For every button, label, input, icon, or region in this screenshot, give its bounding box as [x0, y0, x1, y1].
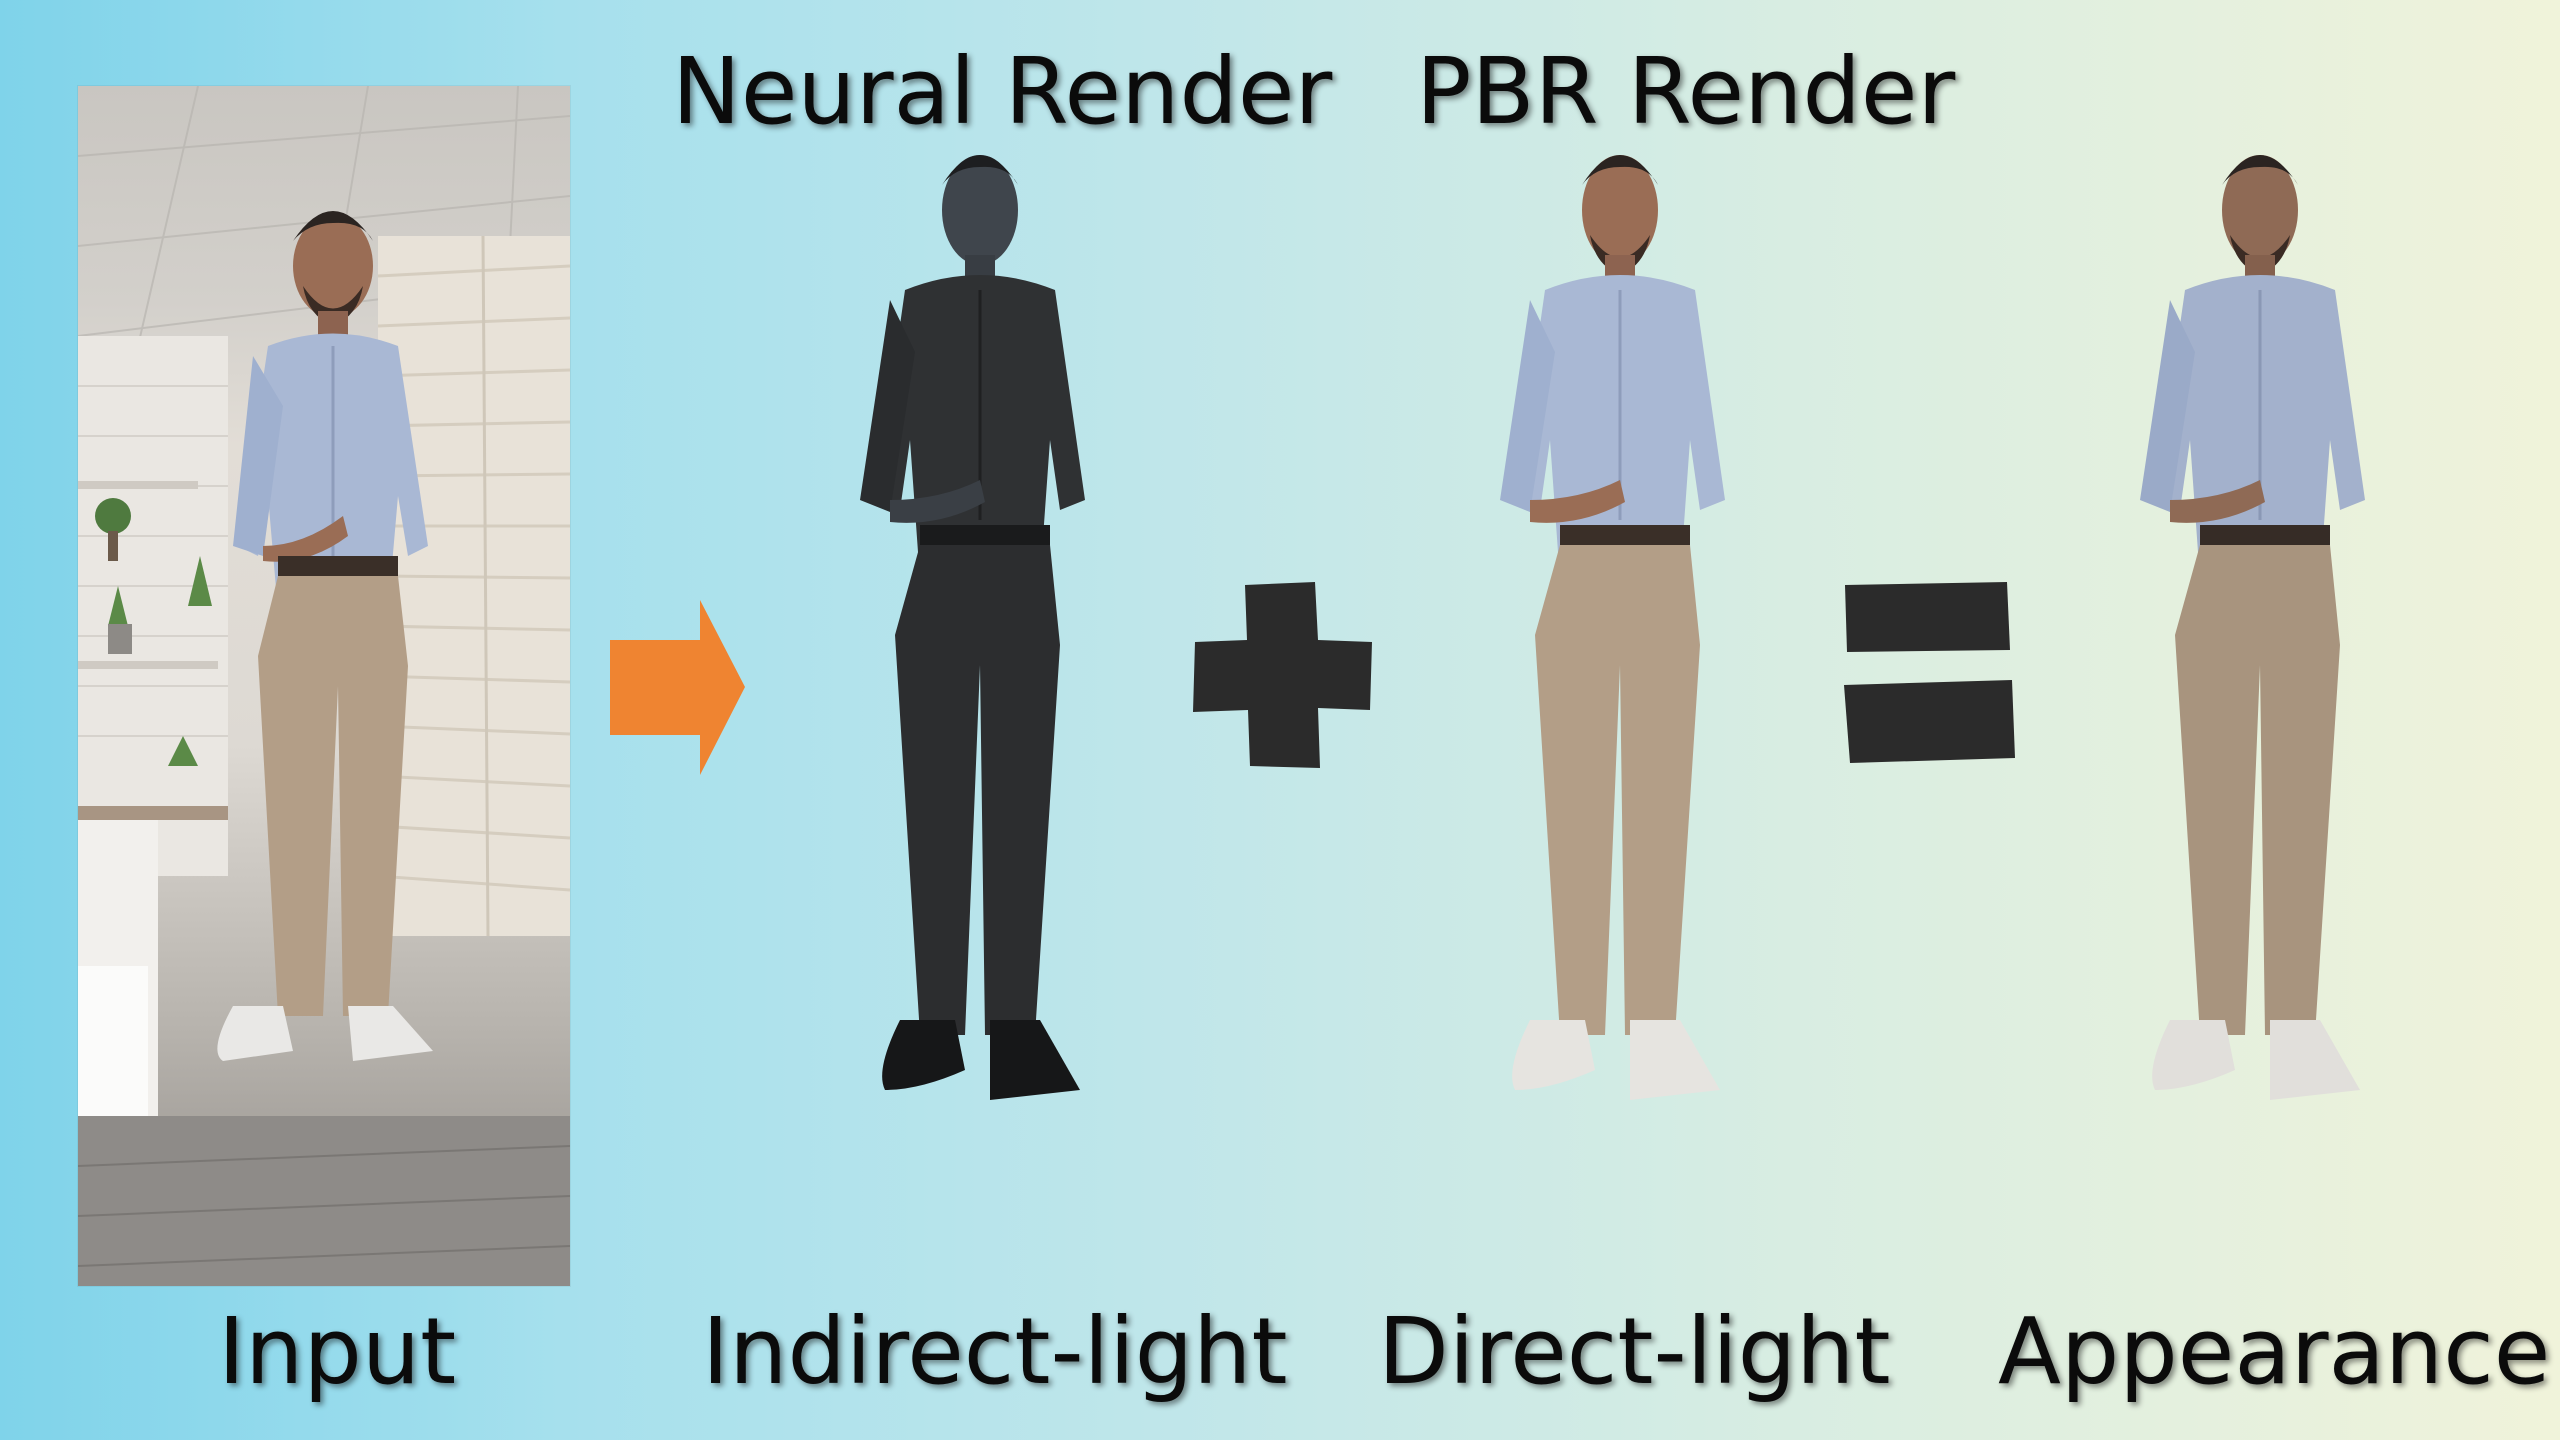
indirect-light-label: Indirect-light: [702, 1298, 1288, 1405]
neural-render-heading: Neural Render: [672, 38, 1333, 145]
appearance-render: [2070, 140, 2390, 1240]
direct-light-label: Direct-light: [1378, 1298, 1891, 1405]
equals-icon: [1842, 580, 2017, 770]
input-label: Input: [218, 1298, 457, 1405]
appearance-label: Appearance: [1998, 1298, 2551, 1405]
direct-light-render: [1430, 140, 1750, 1240]
orange-right-arrow-icon: [610, 600, 745, 775]
pbr-render-heading: PBR Render: [1416, 38, 1956, 145]
indirect-light-render: [790, 140, 1110, 1240]
plus-icon: [1190, 580, 1375, 770]
input-photo: [78, 86, 570, 1286]
